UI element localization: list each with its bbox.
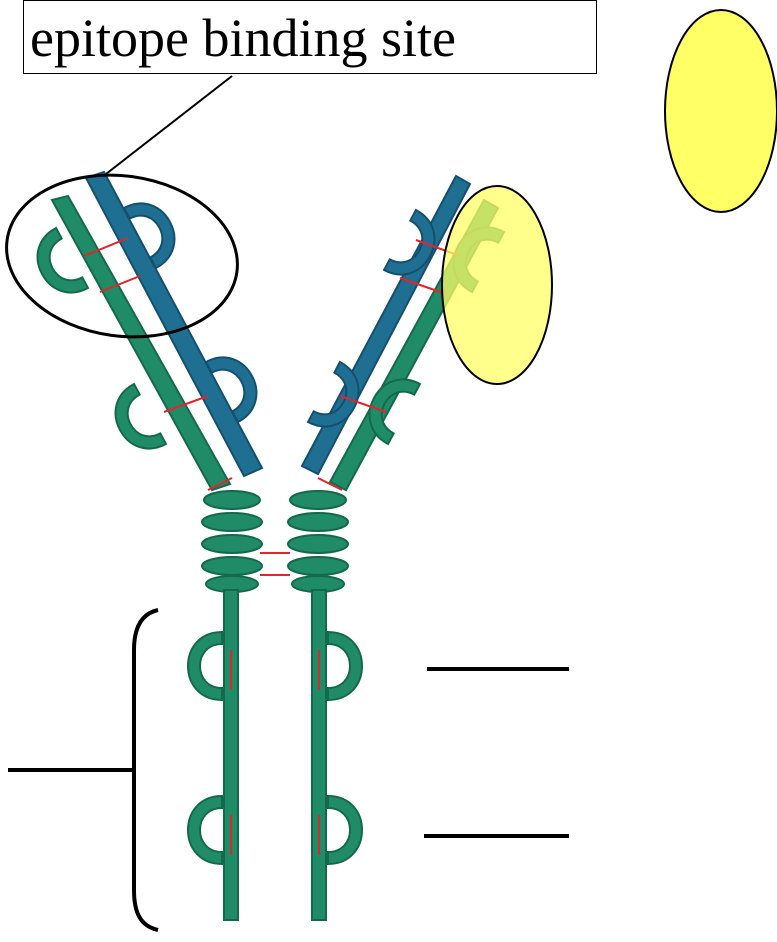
highlight-ellipse-standalone xyxy=(665,10,777,212)
epitope-binding-site-label: epitope binding site xyxy=(23,0,597,74)
fc-right-strand xyxy=(312,590,326,920)
fc-right-loops xyxy=(328,632,362,864)
highlight-ellipse-right-arm xyxy=(442,186,552,384)
fc-bracket xyxy=(134,610,158,930)
label-leader-line xyxy=(106,76,232,174)
fc-stem xyxy=(188,590,326,920)
left-fab-arm xyxy=(26,172,268,490)
fc-left-domain-2 xyxy=(188,796,222,864)
fc-left-strand xyxy=(224,590,238,920)
left-heavy-chain xyxy=(86,172,262,476)
left-light-domain-2 xyxy=(104,384,166,460)
hinge-region xyxy=(202,491,348,592)
fc-left-domain-1 xyxy=(188,632,222,700)
